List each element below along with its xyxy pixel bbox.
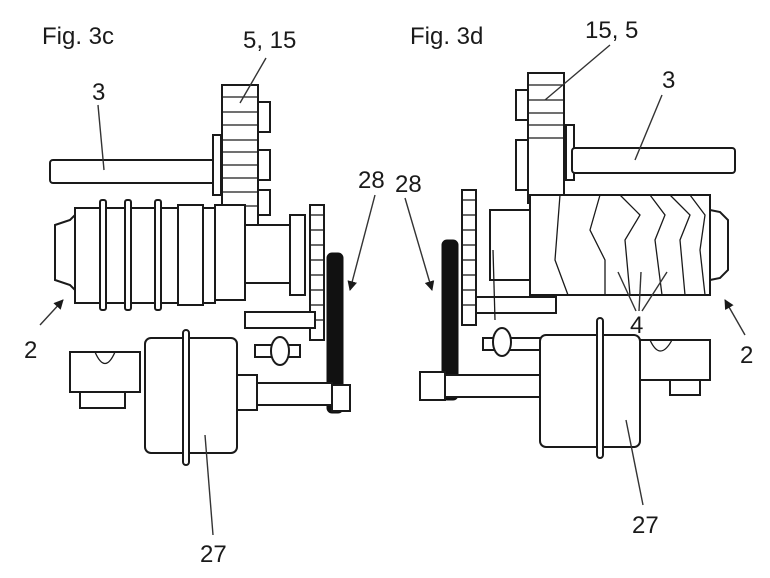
motor-27d	[419, 317, 711, 459]
label-grooves-3d: 4	[630, 312, 643, 339]
motor-27	[69, 329, 351, 466]
shift-drum-2d	[489, 194, 729, 296]
label-drum-3d: 2	[740, 342, 753, 369]
label-gear-3d: 15, 5	[585, 17, 638, 44]
fig-3d-title: Fig. 3d	[410, 23, 483, 50]
label-drive-3c: 28	[358, 167, 385, 194]
label-drive-3d: 28	[395, 171, 422, 198]
label-motor-3d: 27	[632, 512, 659, 539]
shift-drum-2	[54, 199, 306, 311]
label-shaft-3c: 3	[92, 79, 105, 106]
shaft-3	[49, 159, 221, 184]
label-drum-3c: 2	[24, 337, 37, 364]
figure-3c: Fig. 3c	[24, 23, 385, 568]
drive-gears-28	[244, 204, 344, 414]
gear-15-5	[515, 72, 575, 204]
label-motor-3c: 27	[200, 541, 227, 568]
grooves-4	[554, 194, 706, 296]
shaft-3d	[571, 147, 736, 174]
label-shaft-3d: 3	[662, 67, 675, 94]
label-gear-3c: 5, 15	[243, 27, 296, 54]
fig-3c-title: Fig. 3c	[42, 23, 114, 50]
gear-5-15	[212, 84, 271, 226]
figure-3d: Fig. 3d	[395, 17, 753, 539]
